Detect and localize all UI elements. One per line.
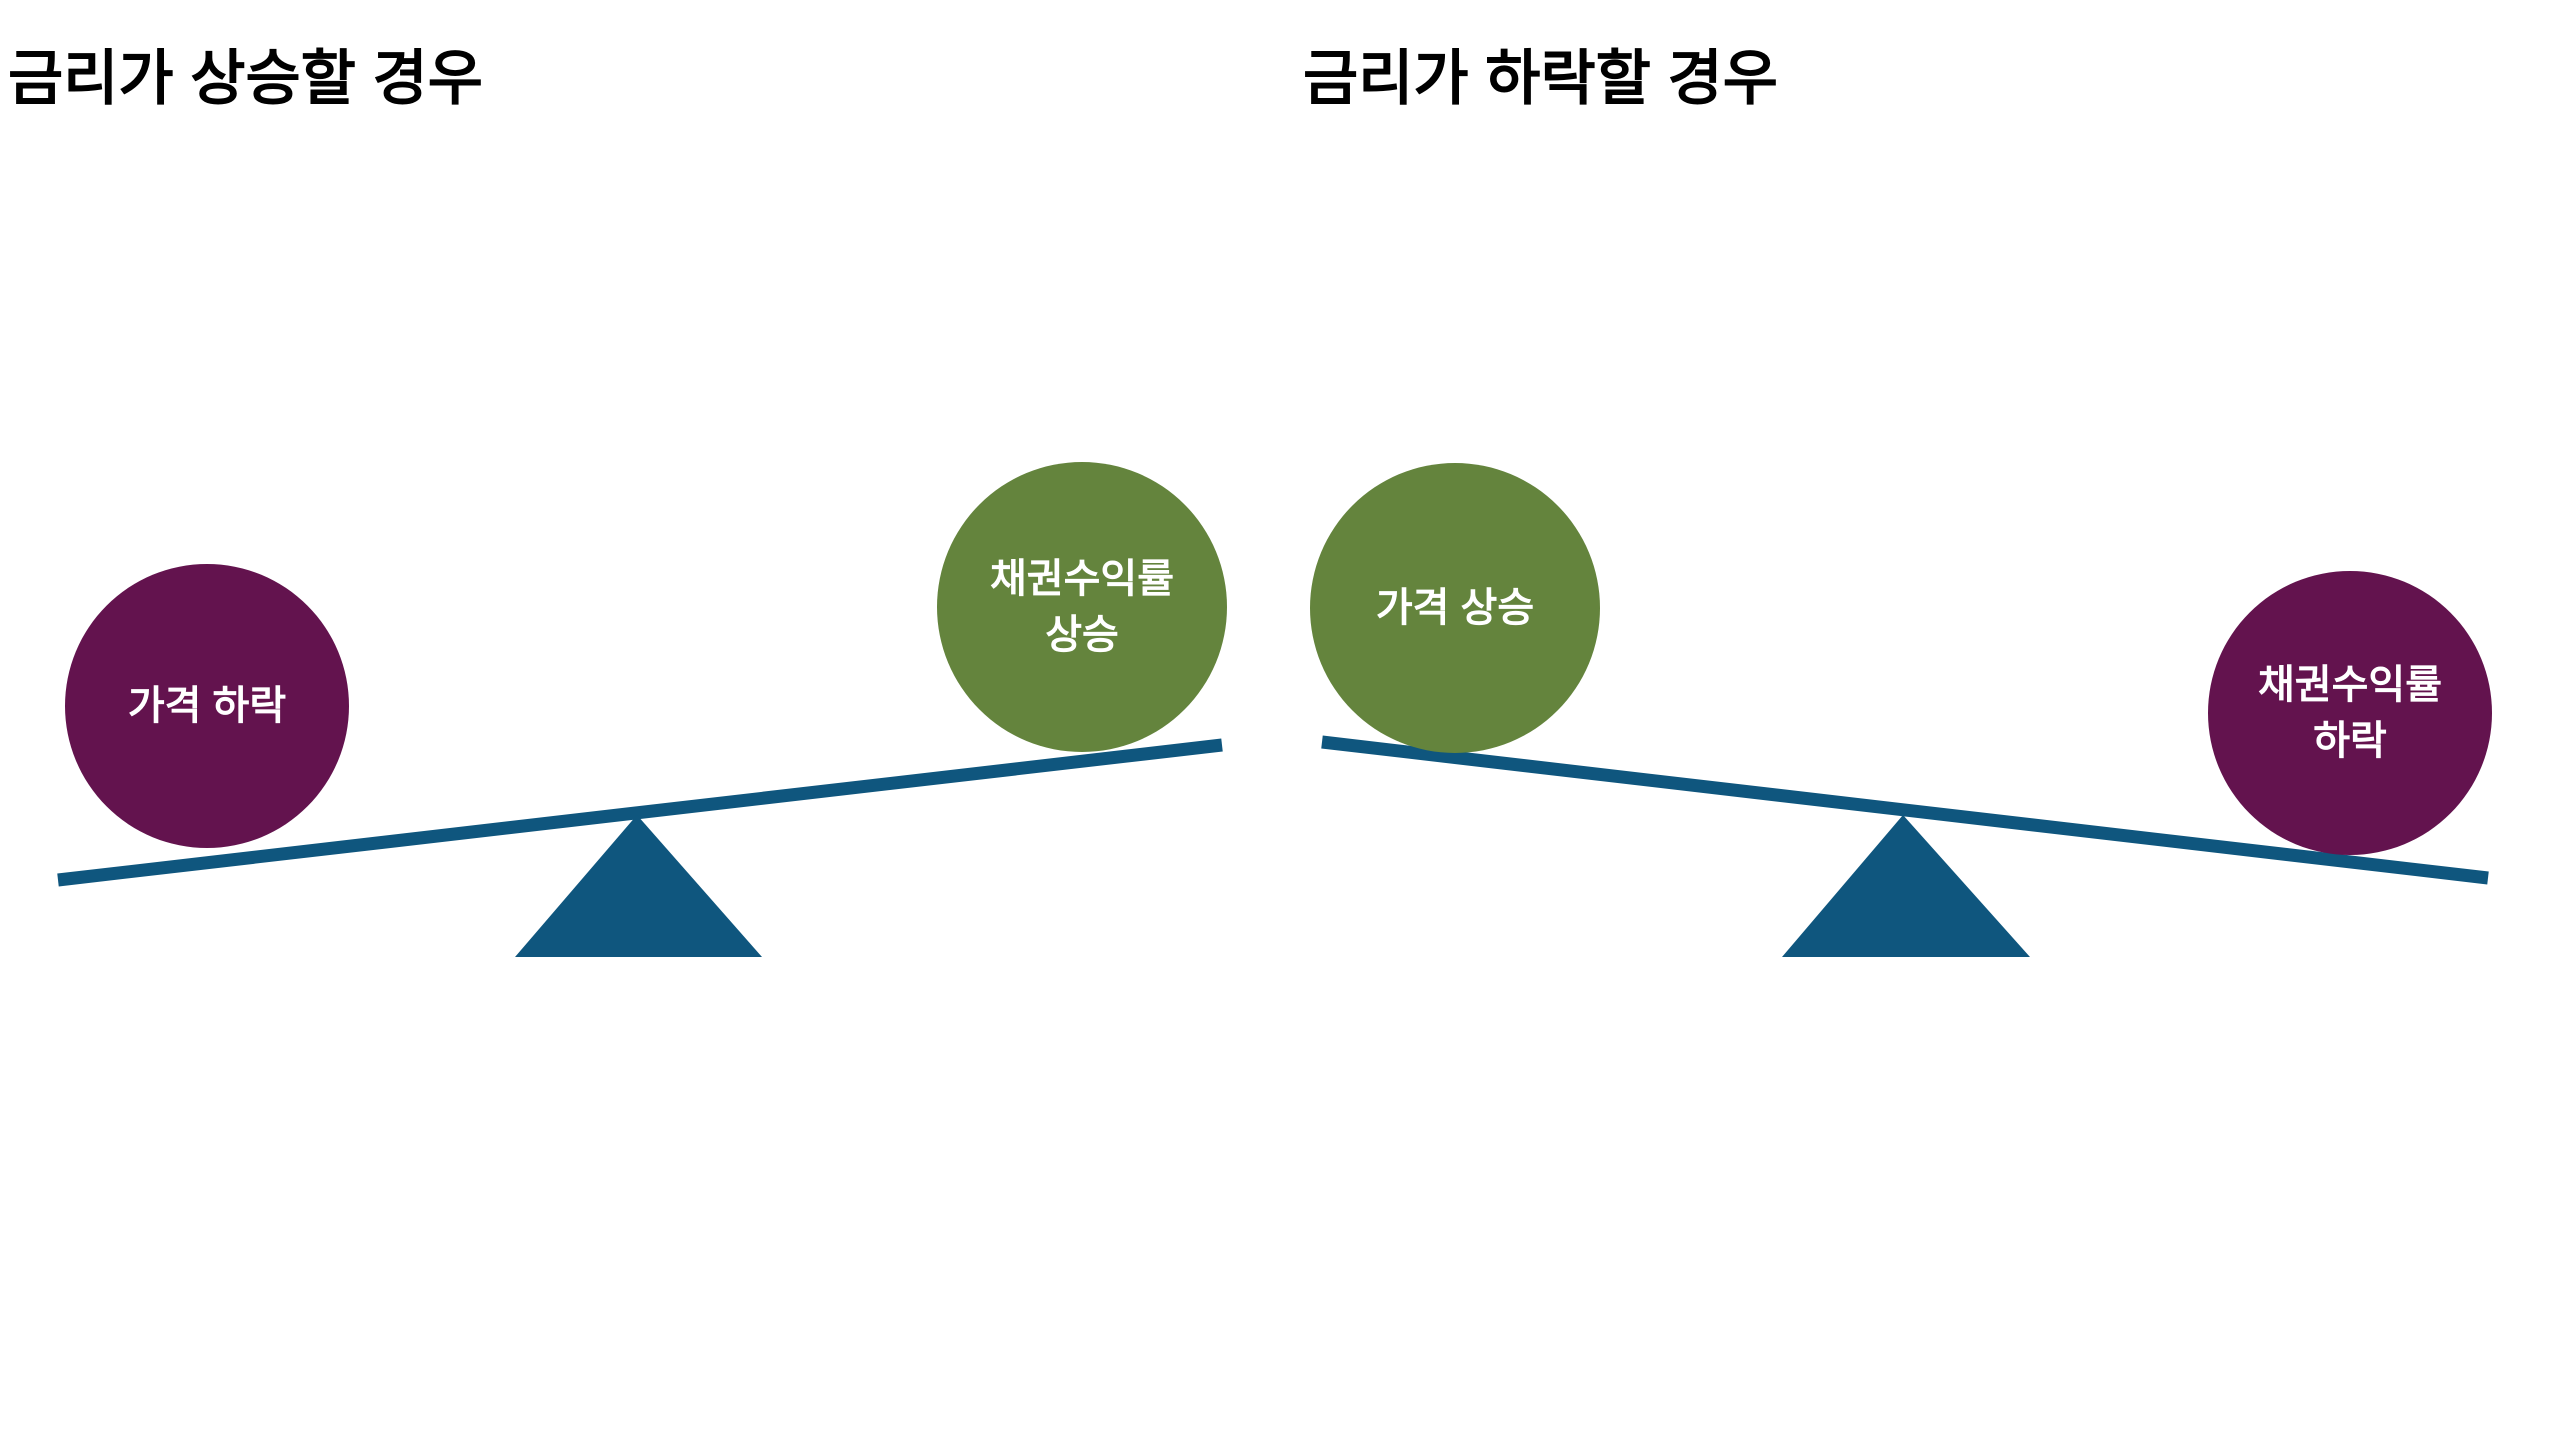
yield-fall-label-line2: 하락 — [2313, 719, 2387, 763]
yield-rise-ball: 채권수익률 상승 — [937, 462, 1227, 752]
yield-fall-label-line1: 채권수익률 — [2258, 663, 2442, 707]
right-fulcrum-triangle — [1782, 815, 2030, 957]
right-panel-title: 금리가 하락할 경우 — [1303, 45, 1778, 112]
left-seesaw-beam — [57, 738, 1223, 887]
yield-rise-label-line1: 채권수익률 — [990, 557, 1174, 601]
left-panel-title: 금리가 상승할 경우 — [8, 45, 483, 112]
price-fall-ball: 가격 하락 — [65, 564, 349, 848]
yield-fall-ball: 채권수익률 하락 — [2208, 571, 2492, 855]
right-seesaw-beam — [1321, 735, 2489, 885]
price-fall-label: 가격 하락 — [127, 684, 287, 728]
price-rise-ball: 가격 상승 — [1310, 463, 1600, 753]
price-rise-label: 가격 상승 — [1375, 586, 1535, 630]
left-fulcrum-triangle — [515, 815, 762, 957]
yield-rise-label-line2: 상승 — [1045, 613, 1119, 657]
